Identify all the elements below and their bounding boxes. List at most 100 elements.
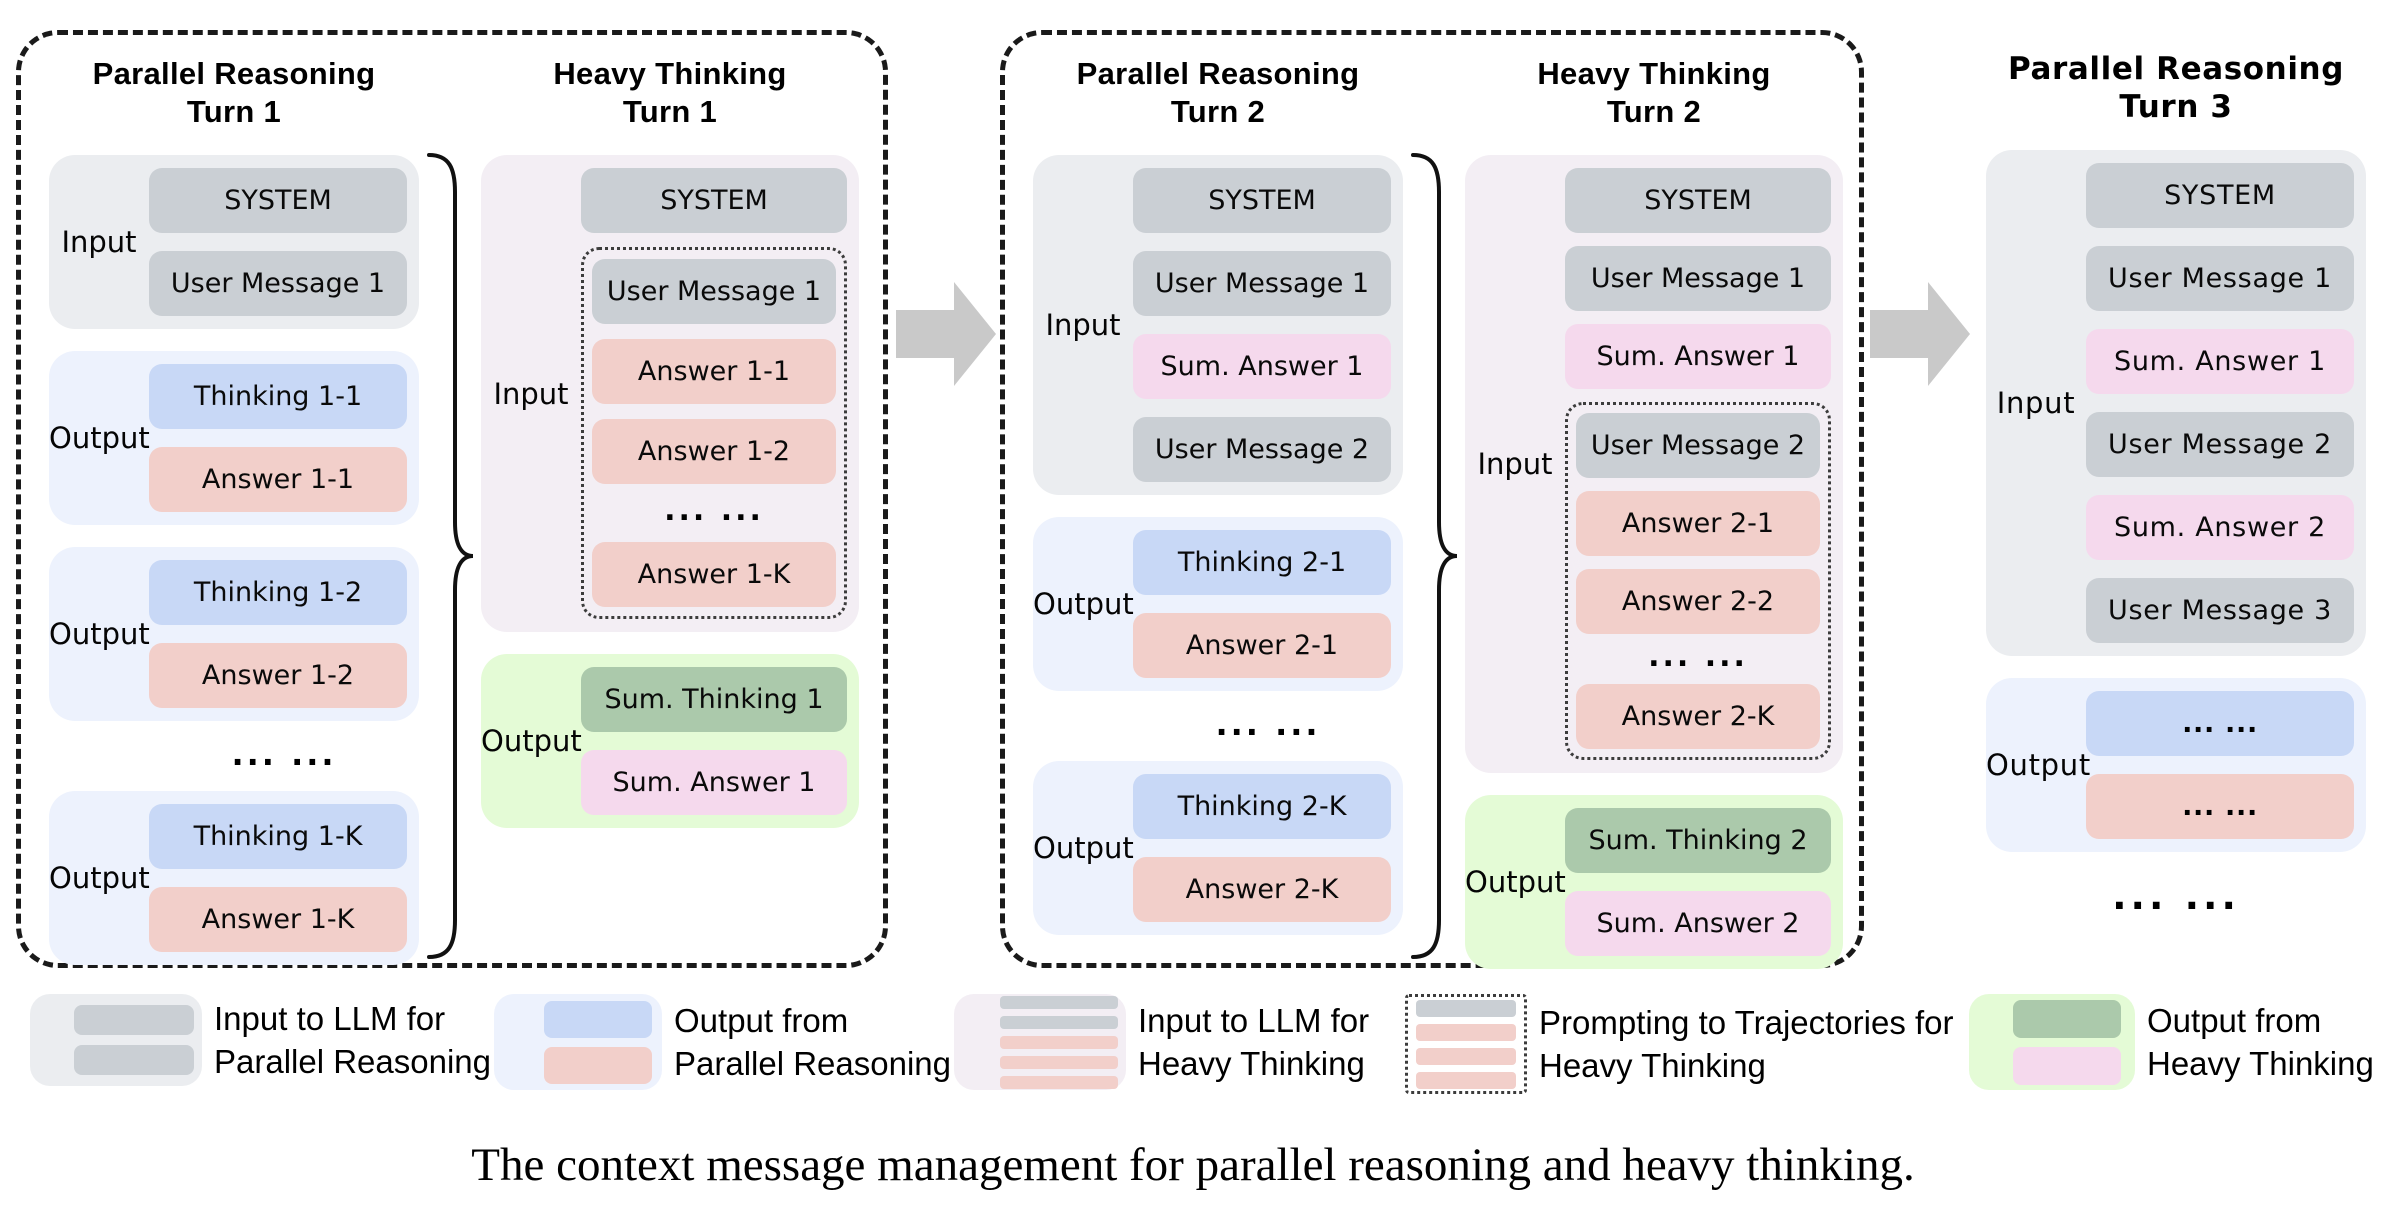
title-line: Turn 2: [1170, 94, 1266, 129]
legend-line: Output from: [674, 1002, 849, 1039]
legend-item-input-parallel-reasoning: Input to LLM for Parallel Reasoning: [30, 994, 491, 1086]
gray-message-bar: [1416, 999, 1516, 1017]
user-message-1-box: User Message 1: [1133, 251, 1391, 316]
curly-brace-icon: [427, 153, 474, 959]
legend-line: Prompting to Trajectories for: [1539, 1004, 1954, 1041]
turn3-parallel-reasoning-column: Parallel Reasoning Turn 3 Input SYSTEM U…: [1986, 42, 2366, 918]
sum-thinking-1-box: Sum. Thinking 1: [581, 667, 847, 732]
answer-bar: [1000, 1075, 1118, 1089]
right-arrow-icon: [1870, 282, 1970, 386]
answer-2-1-box: Answer 2-1: [1133, 613, 1391, 678]
gray-message-bar: [74, 1045, 194, 1075]
message-stack: Thinking 1-1 Answer 1-1: [149, 364, 407, 512]
turn1-brace-column: [419, 47, 481, 987]
message-stack: SYSTEM User Message 1 Sum. Answer 1 User…: [2086, 163, 2354, 643]
legend-line: Input to LLM for: [214, 1000, 446, 1037]
output-label: Output: [49, 861, 150, 895]
turn1-pr-output-group-k: Output Thinking 1-K Answer 1-K: [49, 791, 419, 965]
message-stack: SYSTEM User Message 1 Sum. Answer 1 User…: [1133, 168, 1391, 482]
turn1-heavy-thinking-column: Heavy Thinking Turn 1 Input SYSTEM User …: [481, 47, 859, 987]
gray-message-bar: [74, 1005, 194, 1035]
answer-bar: [1000, 1035, 1118, 1049]
ellipsis-dots: ... ...: [231, 735, 337, 773]
turn2-pr-input-group: Input SYSTEM User Message 1 Sum. Answer …: [1033, 155, 1403, 495]
title-line: Turn 1: [622, 94, 718, 129]
message-stack: Sum. Thinking 1 Sum. Answer 1: [581, 667, 847, 815]
legend-line: Heavy Thinking: [1539, 1047, 1766, 1084]
legend-input-parallel-swatch: [30, 994, 202, 1086]
message-stack: SYSTEM User Message 1 Sum. Answer 1 User…: [1565, 168, 1831, 760]
turn3-pr-input-group: Input SYSTEM User Message 1 Sum. Answer …: [1986, 150, 2366, 656]
turn1-pr-output-group-1: Output Thinking 1-1 Answer 1-1: [49, 351, 419, 525]
ellipsis-dots: ... ...: [664, 493, 764, 528]
output-label: Output: [1033, 831, 1134, 865]
legend-line: Heavy Thinking: [1138, 1045, 1365, 1082]
title-line: Turn 2: [1606, 94, 1702, 129]
turn3-parallel-reasoning-title: Parallel Reasoning Turn 3: [1986, 42, 2366, 126]
turn1-pr-output-group-2: Output Thinking 1-2 Answer 1-2: [49, 547, 419, 721]
sum-answer-1-box: Sum. Answer 1: [1133, 334, 1391, 399]
ellipsis-dots: ... ...: [2112, 874, 2240, 918]
user-message-2-box: User Message 2: [2086, 412, 2354, 477]
message-stack: SYSTEM User Message 1: [149, 168, 407, 316]
curly-brace-icon: [1411, 153, 1458, 959]
legend-line: Parallel Reasoning: [674, 1045, 952, 1082]
user-message-1-box: User Message 1: [149, 251, 407, 316]
turn2-pr-output-group-k: Output Thinking 2-K Answer 2-K: [1033, 761, 1403, 935]
turn2-ht-output-group: Output Sum. Thinking 2 Sum. Answer 2: [1465, 795, 1843, 969]
system-message-box: SYSTEM: [581, 168, 847, 233]
sum-thinking-2-box: Sum. Thinking 2: [1565, 808, 1831, 873]
answer-bar: [1416, 1047, 1516, 1065]
title-line: Parallel Reasoning: [2007, 51, 2345, 87]
legend-item-output-heavy-thinking: Output from Heavy Thinking: [1969, 994, 2374, 1090]
turn1-parallel-reasoning-column: Parallel Reasoning Turn 1 Input SYSTEM U…: [49, 47, 419, 987]
turn1-dashed-group: Parallel Reasoning Turn 1 Input SYSTEM U…: [16, 30, 888, 968]
turn2-parallel-reasoning-title: Parallel Reasoning Turn 2: [1033, 47, 1403, 131]
answer-1-1-box: Answer 1-1: [149, 447, 407, 512]
input-label: Input: [1996, 386, 2076, 420]
legend-trajectory-prompt-swatch: [1405, 994, 1527, 1094]
output-label: Output: [1986, 748, 2091, 782]
title-line: Turn 1: [186, 94, 282, 129]
message-stack: Thinking 1-2 Answer 1-2: [149, 560, 407, 708]
message-stack: Thinking 2-1 Answer 2-1: [1133, 530, 1391, 678]
thinking-1-k-box: Thinking 1-K: [149, 804, 407, 869]
legend-label: Output from Parallel Reasoning: [674, 999, 951, 1085]
thinking-1-2-box: Thinking 1-2: [149, 560, 407, 625]
thinking-2-1-box: Thinking 2-1: [1133, 530, 1391, 595]
legend-output-heavy-swatch: [1969, 994, 2135, 1090]
input-label: Input: [1477, 447, 1553, 481]
answer-2-2-box: Answer 2-2: [1576, 569, 1820, 634]
sum-answer-2-box: Sum. Answer 2: [2086, 495, 2354, 560]
legend-item-output-parallel-reasoning: Output from Parallel Reasoning: [494, 994, 951, 1090]
legend-line: Heavy Thinking: [2147, 1045, 2374, 1082]
sum-answer-2-box: Sum. Answer 2: [1565, 891, 1831, 956]
turn3-pr-output-group: Output ... ... ... ...: [1986, 678, 2366, 852]
turn2-pr-output-group-1: Output Thinking 2-1 Answer 2-1: [1033, 517, 1403, 691]
answer-bar: [544, 1046, 652, 1084]
legend-output-parallel-swatch: [494, 994, 662, 1090]
message-stack: SYSTEM User Message 1 Answer 1-1 Answer …: [581, 168, 847, 619]
message-stack: Thinking 1-K Answer 1-K: [149, 804, 407, 952]
answer-2-k-box: Answer 2-K: [1576, 684, 1820, 749]
output-label: Output: [481, 724, 582, 758]
ellipsis-dots: ... ...: [1648, 639, 1748, 674]
gray-message-bar: [1000, 1015, 1118, 1029]
ellipsis-dots: ... ...: [1215, 705, 1321, 743]
message-stack: ... ... ... ...: [2086, 691, 2354, 839]
legend-input-heavy-swatch: [954, 994, 1126, 1090]
sum-answer-1-box: Sum. Answer 1: [581, 750, 847, 815]
turn2-ht-input-group: Input SYSTEM User Message 1 Sum. Answer …: [1465, 155, 1843, 773]
figure-caption: The context message management for paral…: [471, 1139, 1915, 1191]
answer-bar: [1416, 1023, 1516, 1041]
legend-label: Prompting to Trajectories for Heavy Thin…: [1539, 1001, 1954, 1087]
system-message-box: SYSTEM: [149, 168, 407, 233]
sum-answer-1-box: Sum. Answer 1: [2086, 329, 2354, 394]
output-label: Output: [1465, 865, 1566, 899]
system-message-box: SYSTEM: [2086, 163, 2354, 228]
legend-item-prompting-trajectories: Prompting to Trajectories for Heavy Thin…: [1405, 994, 1954, 1094]
message-stack: Sum. Thinking 2 Sum. Answer 2: [1565, 808, 1831, 956]
answer-1-k-box: Answer 1-K: [149, 887, 407, 952]
thinking-1-1-box: Thinking 1-1: [149, 364, 407, 429]
